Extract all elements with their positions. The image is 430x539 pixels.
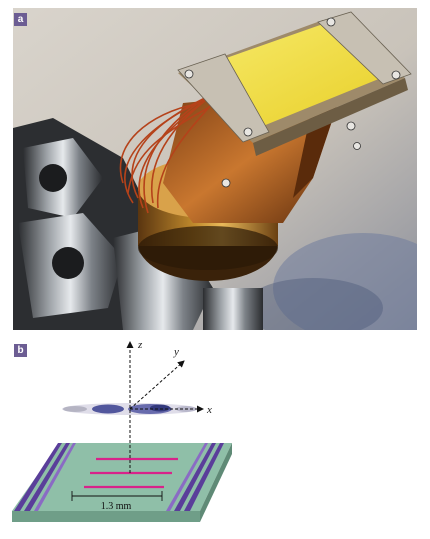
rail-electrodes-left: [14, 443, 76, 511]
scale-bar-label: 1.3 mm: [101, 501, 132, 512]
scale-bar: [71, 491, 163, 501]
y-axis-arrow: [129, 360, 185, 410]
segmented-electrodes: [84, 457, 178, 489]
z-axis-label: z: [137, 339, 143, 351]
panel-label-b: b: [14, 344, 27, 357]
rail-electrodes-right: [166, 443, 224, 511]
trap-schematic: z y x 1.3 mm: [12, 339, 232, 522]
photo-ion-trap-mount: [13, 8, 417, 330]
y-axis-label: y: [173, 346, 179, 358]
panel-label-a: a: [14, 13, 27, 26]
x-axis-label: x: [206, 404, 212, 416]
